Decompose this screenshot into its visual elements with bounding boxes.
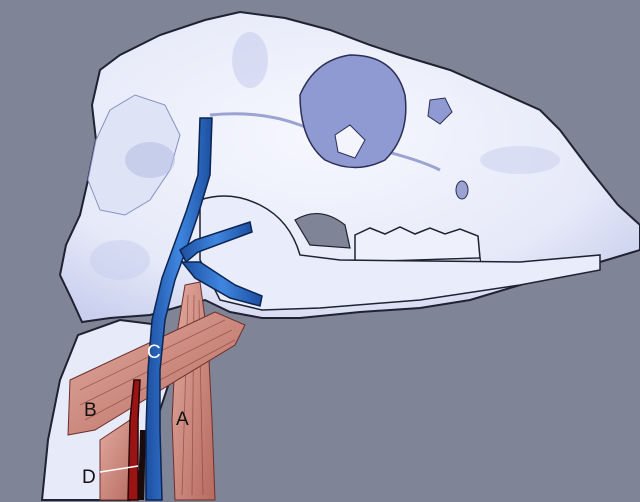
bone-shading-2 [232, 32, 268, 88]
label-b: B [84, 400, 97, 421]
label-c: C [147, 342, 161, 363]
infraorbital-foramen [456, 181, 468, 199]
bone-shading-4 [90, 240, 150, 280]
label-a: A [176, 409, 189, 430]
bone-shading-3 [480, 146, 560, 174]
upper-teeth [355, 227, 480, 262]
label-d: D [82, 467, 96, 488]
bone-shading-1 [125, 142, 175, 178]
